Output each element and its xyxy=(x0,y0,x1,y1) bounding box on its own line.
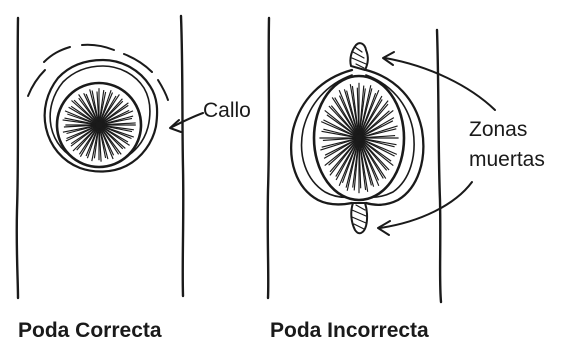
left-trunk-edge-right xyxy=(181,16,183,296)
left-trunk-edge xyxy=(17,18,18,298)
cut-center xyxy=(356,135,363,142)
muertas-label: muertas xyxy=(469,148,545,171)
incorrect-pruning-caption: Poda Incorrecta xyxy=(270,319,429,342)
callo-label: Callo xyxy=(203,99,251,122)
incorrect-pruning-panel: Zonas muertas Poda Incorrecta xyxy=(268,18,545,342)
right-trunk-edge-right xyxy=(437,30,441,302)
callus-arrow xyxy=(172,113,203,127)
cut-center xyxy=(96,122,103,129)
dead-zone-arrow-bottom xyxy=(380,182,472,228)
zonas-label: Zonas xyxy=(469,118,527,141)
dead-zone-top xyxy=(350,43,367,70)
right-trunk-edge xyxy=(268,18,269,298)
correct-pruning-panel: Callo Poda Correcta xyxy=(17,16,251,342)
correct-pruning-caption: Poda Correcta xyxy=(18,319,162,342)
dead-zone-bottom xyxy=(351,203,367,233)
